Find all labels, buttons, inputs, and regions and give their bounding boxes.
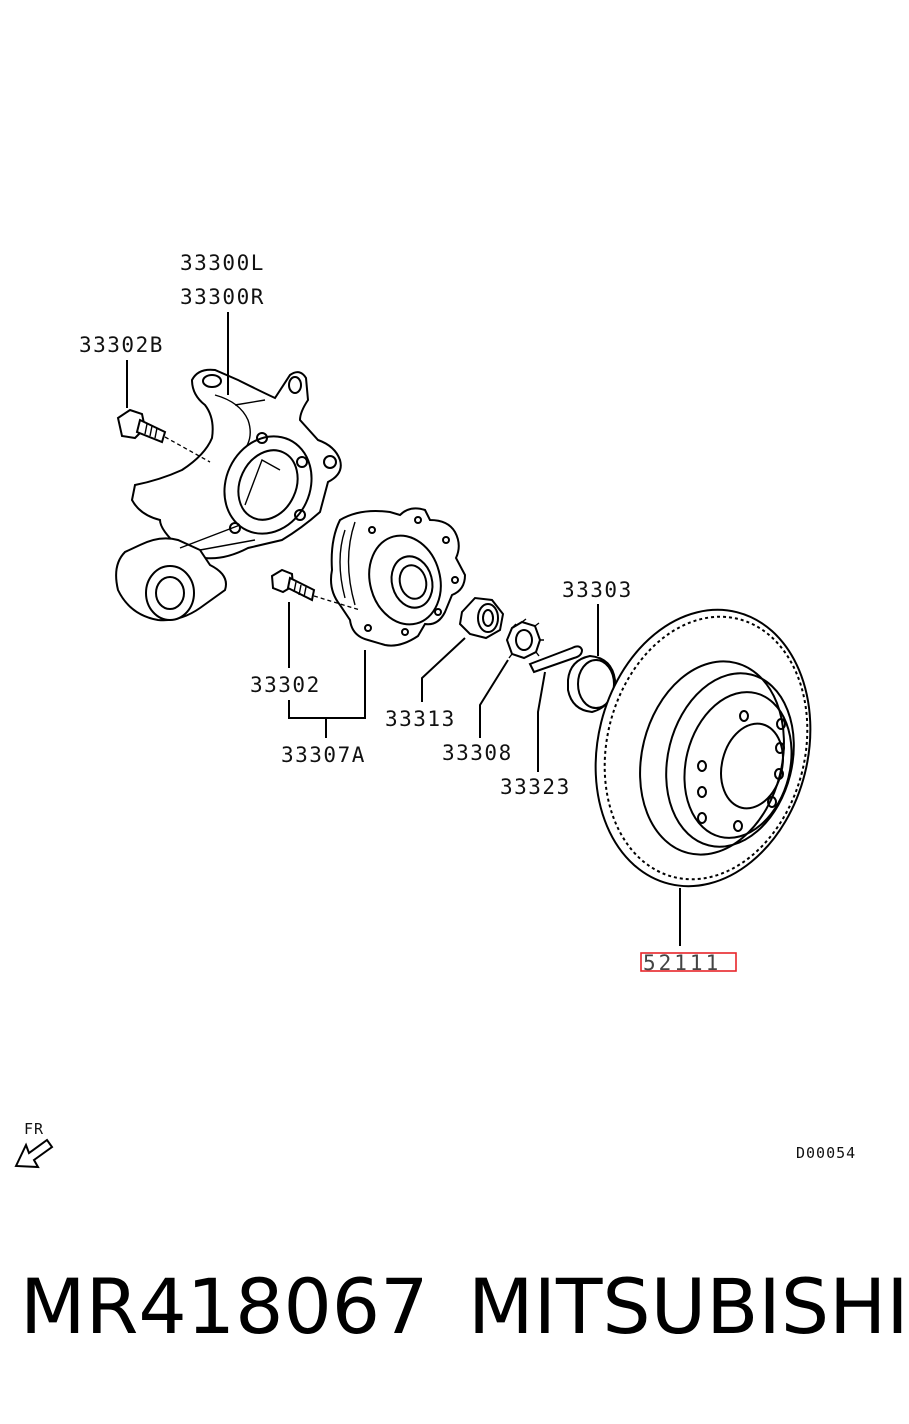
lock-nut-33313-drawing	[458, 596, 505, 640]
brand-name: MITSUBISHI	[468, 1262, 909, 1351]
label-33308: 33308	[442, 741, 513, 765]
figure-code: D00054	[796, 1144, 856, 1162]
label-33302B: 33302B	[79, 333, 164, 357]
hub-assembly-drawing	[330, 507, 467, 647]
label-52111[interactable]: 52111	[643, 951, 721, 975]
nut-33308-drawing	[505, 618, 544, 660]
label-33313: 33313	[385, 707, 456, 731]
fr-label: FR	[24, 1120, 44, 1138]
front-arrow-icon	[14, 1138, 54, 1169]
front-direction-indicator: FR	[14, 1120, 54, 1169]
leader-lines	[126, 312, 681, 946]
cotter-pin-33323-drawing	[528, 645, 584, 674]
footer: MR418067 MITSUBISHI	[0, 1262, 909, 1372]
highlight-box	[640, 952, 737, 972]
steering-knuckle-drawing	[115, 368, 342, 622]
part-number: MR418067	[20, 1262, 429, 1351]
bolt-33302b-drawing	[116, 408, 211, 463]
grease-cap-33303-drawing	[567, 654, 617, 714]
label-33323: 33323	[500, 775, 571, 799]
label-33303: 33303	[562, 578, 633, 602]
label-33307A: 33307A	[281, 743, 366, 767]
label-33302: 33302	[250, 673, 321, 697]
disc-bolt-holes	[697, 710, 786, 832]
label-33300L: 33300L	[180, 251, 265, 275]
label-33300R: 33300R	[180, 285, 265, 309]
hub-bolt-33302-drawing	[270, 568, 361, 611]
brake-disc-52111-drawing	[594, 608, 812, 888]
